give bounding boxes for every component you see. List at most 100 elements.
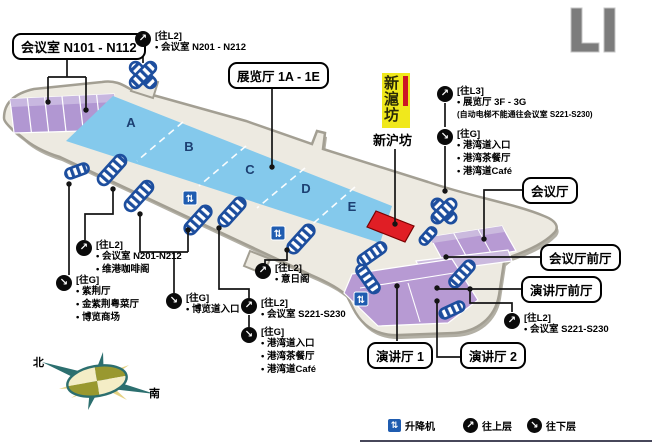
- annotation-to-g-harbour-south: ↘ [往G] 港湾道入口 港湾茶餐厅 港湾道Café: [241, 327, 316, 377]
- legend-down-level: ↘ 往下层: [527, 418, 576, 433]
- lift-icon: ⇅: [353, 291, 369, 307]
- annotation-to-g-bauhinia: ↘ [往G] 紫荆厅 金紫荆粤菜厅 博览商场: [56, 275, 139, 325]
- svg-text:⇅: ⇅: [186, 194, 194, 205]
- hall-section-letters: A B C D E: [126, 115, 356, 214]
- compass-rose: 北 南: [33, 352, 160, 410]
- escalator-icon: [430, 197, 458, 225]
- callout-theatre-foyer: 演讲厅前厅: [521, 276, 602, 303]
- escalator-icon: [183, 204, 213, 236]
- annotation-item: 维港咖啡阁: [96, 264, 182, 277]
- exhibition-hall-area: [66, 96, 392, 243]
- xinhufang-caption: 新沪坊: [373, 133, 413, 148]
- hall-section-b: B: [184, 139, 193, 154]
- escalator-icon: [355, 263, 381, 295]
- down-level-icon: ↘: [527, 418, 542, 433]
- callout-theatre-2: 演讲厅 2: [460, 342, 526, 369]
- annotation-item: 意日阁: [275, 274, 310, 287]
- compass-north-label: 北: [33, 355, 44, 369]
- up-level-icon: ↗: [241, 298, 257, 314]
- level-tag: [往L2]: [275, 263, 302, 274]
- level-badge: L1: [570, 7, 616, 53]
- annotation-item: 会议室 N201-N212: [96, 251, 182, 264]
- legend-up-label: 往上层: [482, 422, 512, 433]
- annotation-to-l3-exhibition: ↗ [往L3] 展览厅 3F - 3G (自动电梯不能通往会议室 S221-S2…: [437, 86, 593, 120]
- up-level-icon: ↗: [463, 418, 478, 433]
- level-tag: [往G]: [457, 129, 481, 140]
- annotation-item: 博览道入口: [186, 304, 240, 317]
- callout-connectors: [47, 48, 541, 358]
- callout-convention-hall-foyer: 会议厅前厅: [540, 244, 621, 271]
- annotation-to-l2-s221-east: ↗ [往L2] 会议室 S221-S230: [504, 313, 609, 337]
- annotation-item: 会议室 N201 - N212: [155, 42, 246, 55]
- annotation-to-l2-west: ↗ [往L2] 会议室 N201-N212 维港咖啡阁: [76, 240, 182, 277]
- escalator-icon: [217, 196, 247, 228]
- annotation-item: 港湾茶餐厅: [457, 153, 512, 166]
- up-level-icon: ↗: [504, 313, 520, 329]
- xinhufang-logo-text: 新滬坊: [382, 75, 399, 123]
- level-tag: [往G]: [186, 293, 210, 304]
- legend-lift-label: 升降机: [405, 422, 435, 433]
- lift-icon: ⇅: [182, 190, 198, 206]
- escalator-icon: [286, 223, 316, 255]
- level-tag: [往L2]: [524, 313, 551, 324]
- level-tag: [往G]: [261, 327, 285, 338]
- annotation-to-l2-s221-center: ↗ [往L2] 会议室 S221-S230: [241, 298, 346, 322]
- annotation-item: 港湾道入口: [457, 140, 512, 153]
- level-tag: [往L2]: [155, 31, 182, 42]
- hall-section-a: A: [126, 115, 136, 130]
- callout-exhibition-halls: 展览厅 1A - 1E: [228, 62, 329, 89]
- down-level-icon: ↘: [166, 293, 182, 309]
- lift-icon: ⇅: [388, 419, 401, 432]
- up-level-icon: ↗: [437, 86, 453, 102]
- annotation-item: 会议室 S221-S230: [261, 309, 346, 322]
- escalator-icon: [438, 300, 466, 320]
- annotation-item: 展览厅 3F - 3G: [457, 97, 593, 110]
- level-tag: [往L3]: [457, 86, 484, 97]
- escalator-icon: [123, 179, 155, 213]
- callout-theatre-1: 演讲厅 1: [367, 342, 433, 369]
- annotation-item: 金紫荆粤菜厅: [76, 299, 139, 312]
- up-level-icon: ↗: [76, 240, 92, 256]
- escalator-icon: [356, 241, 388, 267]
- annotation-to-l2-yiri: ↗ [往L2] 意日阁: [255, 263, 309, 287]
- callout-convention-hall: 会议厅: [522, 177, 578, 204]
- annotation-item: 会议室 S221-S230: [524, 324, 609, 337]
- callout-rooms-n101: 会议室 N101 - N112: [12, 33, 146, 60]
- escalator-icon: [64, 162, 90, 180]
- up-level-icon: ↗: [135, 31, 151, 47]
- xinhufang-logo: 新滬坊: [382, 73, 410, 128]
- up-level-icon: ↗: [255, 263, 271, 279]
- escalator-icon: [418, 226, 438, 246]
- annotation-item: 紫荆厅: [76, 286, 139, 299]
- legend-underline: [360, 440, 652, 442]
- map-lift-icons: ⇅ ⇅ ⇅: [182, 190, 369, 307]
- legend-down-label: 往下层: [546, 422, 576, 433]
- level-tag: [往L2]: [261, 298, 288, 309]
- hall-section-d: D: [301, 181, 310, 196]
- annotation-item: 港湾道Café: [261, 364, 316, 377]
- down-level-icon: ↘: [241, 327, 257, 343]
- annotation-item: 港湾茶餐厅: [261, 351, 316, 364]
- escalator-icon: [128, 60, 158, 90]
- down-level-icon: ↘: [56, 275, 72, 291]
- xinhufang-highlight: [366, 210, 415, 243]
- legend-up-level: ↗ 往上层: [463, 418, 512, 433]
- hall-section-c: C: [245, 162, 255, 177]
- down-level-icon: ↘: [437, 129, 453, 145]
- annotation-item: 港湾道入口: [261, 338, 316, 351]
- svg-text:⇅: ⇅: [274, 229, 282, 240]
- svg-text:⇅: ⇅: [357, 295, 365, 306]
- level-tag: [往L2]: [96, 240, 123, 251]
- annotation-note: (自动电梯不能通往会议室 S221-S230): [457, 110, 593, 120]
- hall-section-dividers: [136, 121, 356, 229]
- annotation-item: 港湾道Café: [457, 166, 512, 179]
- lift-icon: ⇅: [270, 225, 286, 241]
- hall-section-e: E: [348, 199, 357, 214]
- annotation-to-g-harbour-road: ↘ [往G] 港湾道入口 港湾茶餐厅 港湾道Café: [437, 129, 512, 179]
- connector-dots: [45, 99, 487, 304]
- escalators: [64, 60, 476, 320]
- compass-south-label: 南: [149, 386, 160, 400]
- legend-lift: ⇅ 升降机: [388, 418, 435, 433]
